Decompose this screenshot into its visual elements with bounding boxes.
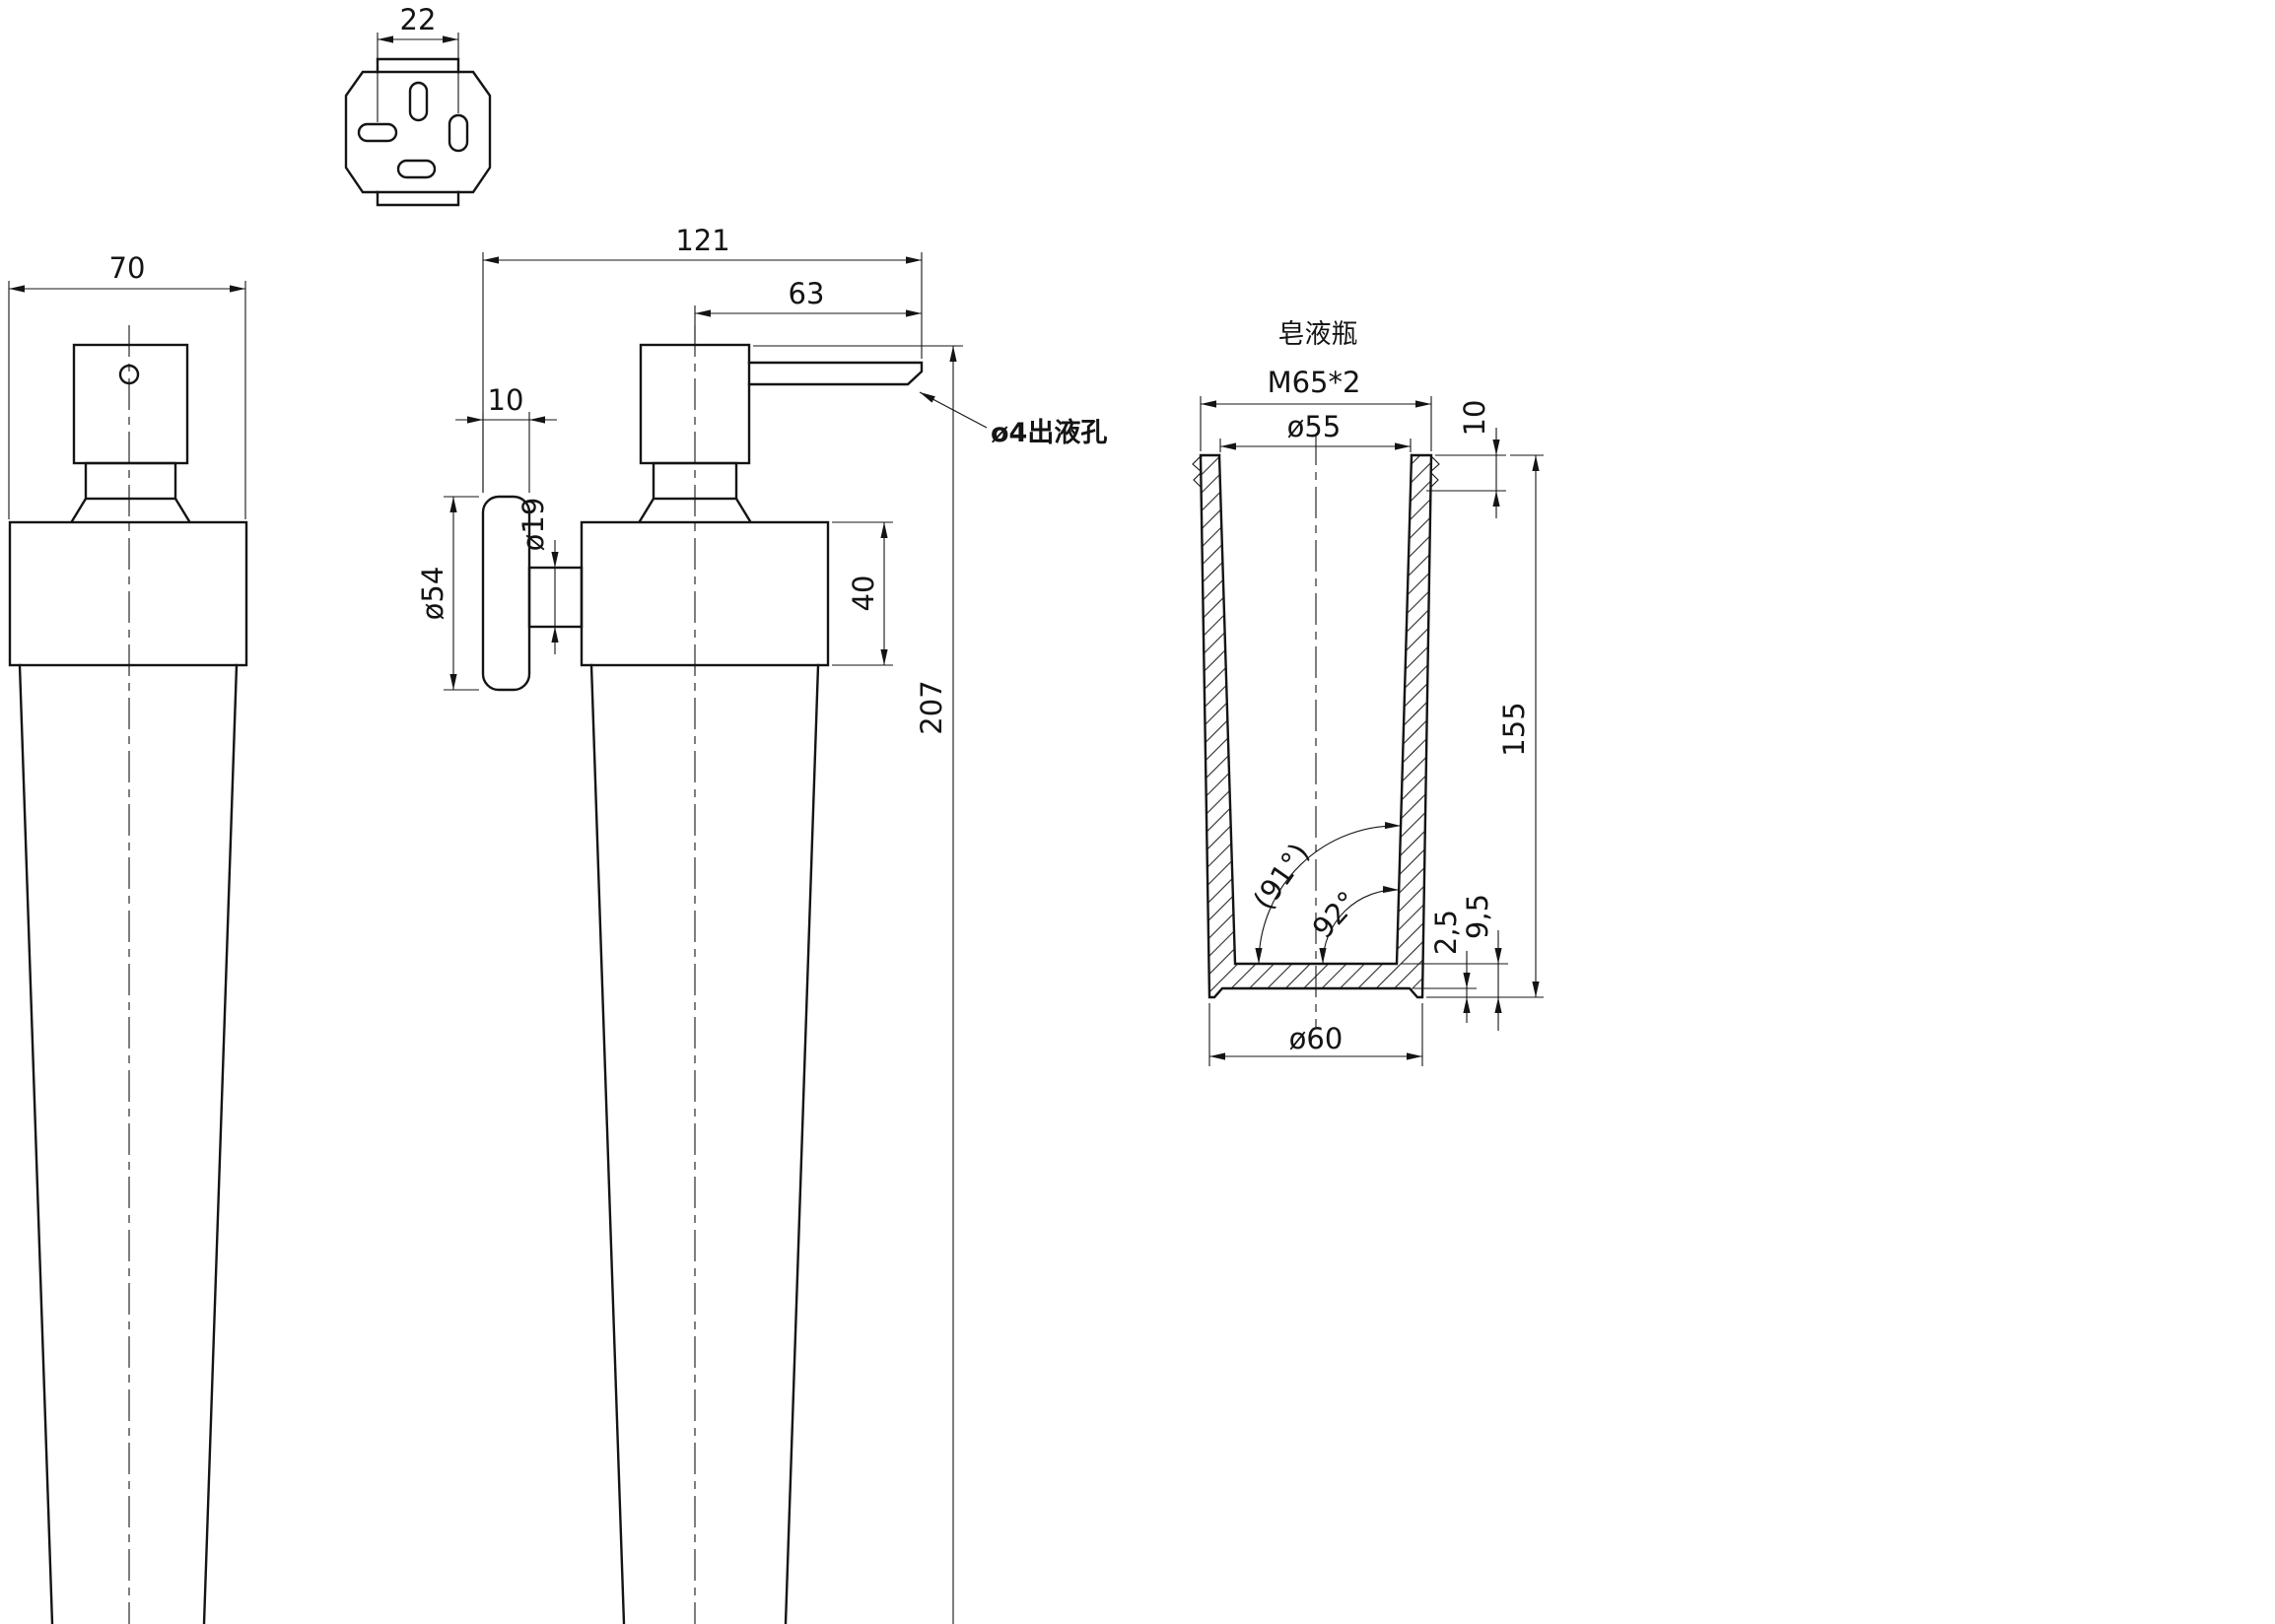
dim-slot-pitch: 22	[377, 3, 459, 122]
holder-band-front	[8, 520, 248, 667]
dim-spout-reach-text: 63	[789, 277, 825, 310]
dim-base-thickness: 9,5	[1401, 894, 1508, 1031]
dim-thread-length: 10	[1426, 400, 1506, 518]
plate-top-tab	[376, 57, 460, 74]
slot-top	[408, 81, 429, 122]
dim-flange-thickness: 10	[455, 383, 557, 493]
dim-angle-text: 92°	[1306, 885, 1365, 945]
dim-holder-height-text: 40	[847, 575, 880, 612]
mount-plate-top-view: 22	[344, 3, 492, 207]
dim-recess-depth-text: 2,5	[1429, 910, 1463, 955]
neck-transition-side	[638, 497, 752, 523]
dim-base-diameter: ø60	[1208, 1003, 1423, 1066]
pump-head-front	[72, 343, 189, 465]
dim-flange-diameter: ø54	[416, 496, 479, 691]
dim-mouth-diameter: ø55	[1219, 410, 1412, 452]
slot-bottom	[396, 159, 437, 179]
dim-base-thickness-text: 9,5	[1461, 894, 1494, 939]
pump-neck-side	[652, 461, 738, 501]
outlet-note-text: ø4出液孔	[991, 418, 1107, 448]
dim-thread: M65*2	[1200, 366, 1432, 451]
dim-recess-depth: 2,5	[1413, 910, 1477, 1023]
side-view: 121 63 10 ø54	[416, 224, 1107, 1624]
dim-bottle-height-text: 155	[1497, 702, 1531, 756]
outlet-leader: ø4出液孔	[919, 391, 1107, 448]
dim-depth-overall-text: 121	[675, 224, 729, 257]
bottle-wall-hatch	[1201, 455, 1431, 997]
dim-mouth-diameter-text: ø55	[1287, 410, 1342, 443]
dim-spout-reach: 63	[694, 277, 922, 341]
neck-transition-front	[70, 497, 191, 523]
dim-thread-text: M65*2	[1268, 366, 1361, 399]
dim-flange-thickness-text: 10	[488, 383, 524, 417]
dim-slot-pitch-text: 22	[400, 3, 437, 36]
dim-height-overall-text: 207	[915, 680, 948, 734]
dim-thread-length-text: 10	[1458, 400, 1491, 437]
dim-angle-ref-text: (91°)	[1247, 837, 1316, 915]
front-view: 70	[8, 251, 248, 1624]
bottle-title: 皂液瓶	[1278, 319, 1358, 350]
holder-body-side	[580, 520, 830, 667]
dim-body-width-text: 70	[109, 251, 146, 285]
container-front	[18, 663, 239, 1624]
dim-bottle-height: 155	[1426, 454, 1544, 998]
bottle-inner-outline	[1217, 453, 1413, 966]
dim-holder-height: 40	[832, 521, 893, 666]
plate-outline	[344, 70, 492, 194]
angle-dims: (91°) 92°	[1247, 821, 1402, 965]
container-side	[589, 663, 820, 1624]
dim-flange-diameter-text: ø54	[416, 567, 449, 621]
slot-right	[448, 113, 469, 153]
plate-bottom-tab	[376, 190, 460, 207]
dim-stem-diameter: ø19	[517, 498, 559, 654]
dim-depth-overall: 121	[482, 224, 923, 493]
bottle-section-view: 皂液瓶 M65*2 ø55 (91°) 92° 10	[1192, 319, 1544, 1066]
spout	[747, 361, 924, 386]
slot-left	[357, 122, 398, 143]
pump-hole	[118, 364, 140, 385]
dim-height-overall: 207	[753, 345, 963, 1624]
pump-neck-front	[84, 461, 177, 501]
thread-marks-right	[1429, 455, 1440, 489]
dim-body-width: 70	[8, 251, 246, 519]
thread-marks-left	[1192, 455, 1203, 489]
dim-stem-diameter-text: ø19	[517, 498, 550, 552]
dim-base-diameter-text: ø60	[1289, 1022, 1344, 1055]
